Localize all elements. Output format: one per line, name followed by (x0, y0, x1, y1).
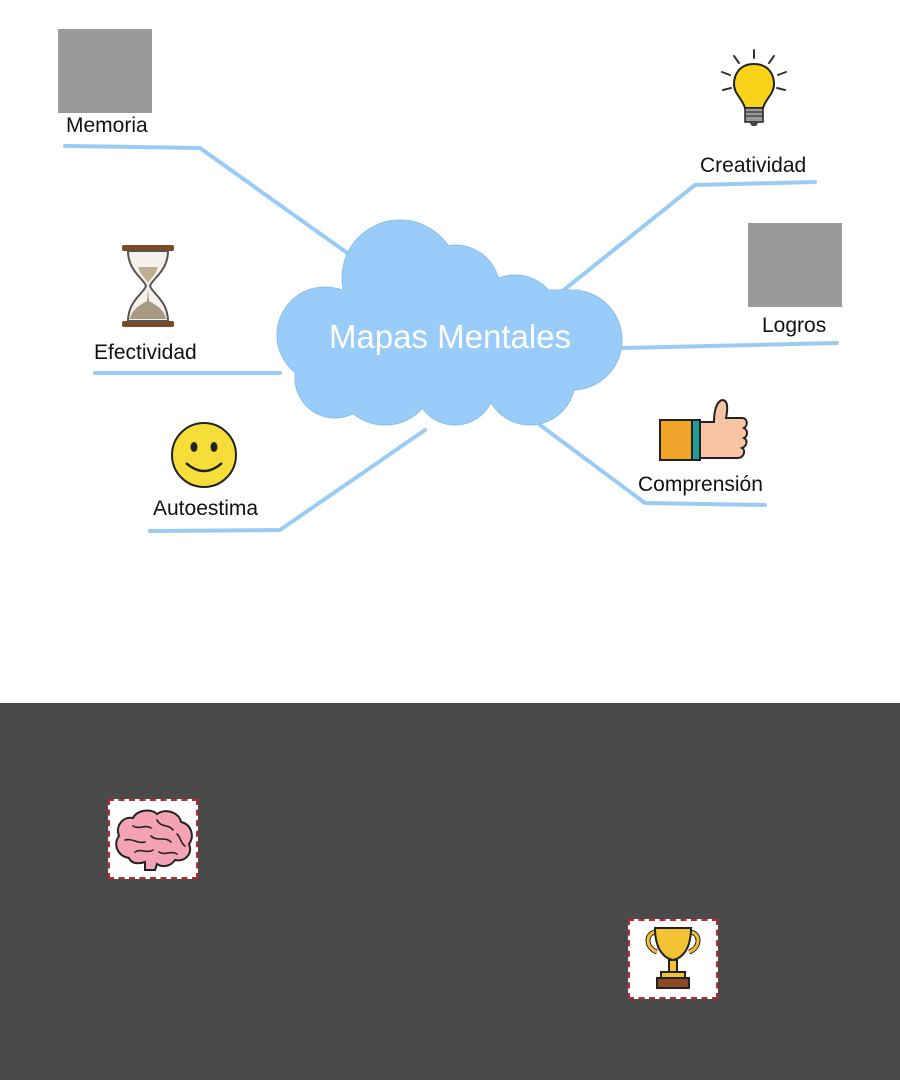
sticker-palette (0, 703, 900, 1080)
branch-line-autoestima (148, 428, 427, 533)
branch-label-logros: Logros (762, 314, 827, 337)
hourglass-icon (122, 245, 174, 327)
branch-line-logros (620, 341, 839, 350)
center-title: Mapas Mentales (328, 318, 572, 355)
memoria-image-placeholder (58, 29, 152, 113)
light-bulb-icon (721, 49, 787, 126)
trophy-icon (645, 927, 701, 989)
branch-line-memoria (63, 144, 352, 257)
palette-item-trophy[interactable] (628, 919, 718, 999)
brain-icon (115, 809, 193, 871)
branch-label-creatividad: Creatividad (700, 154, 807, 177)
logros-image-placeholder (748, 223, 842, 307)
mind-map-drawing (63, 144, 839, 533)
branch-label-comprension: Comprensión (638, 473, 763, 496)
thumbs-up-icon (659, 398, 748, 461)
branch-label-autoestima: Autoestima (153, 497, 259, 520)
branch-line-comprension (538, 423, 767, 507)
palette-item-brain[interactable] (108, 799, 198, 879)
branch-label-memoria: Memoria (66, 114, 148, 137)
branch-line-creatividad (553, 180, 817, 299)
branch-label-efectividad: Efectividad (94, 341, 197, 364)
smiley-face-icon (171, 422, 237, 488)
mind-map-canvas: Mapas Mentales Memoria Efectividad Autoe… (58, 29, 842, 533)
